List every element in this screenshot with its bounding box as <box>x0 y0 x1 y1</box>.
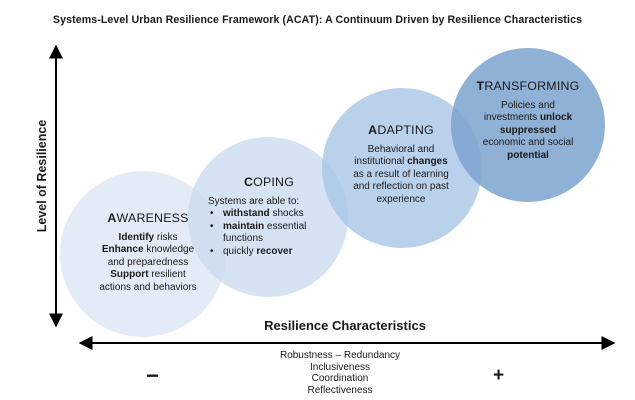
transforming-circle <box>451 48 605 202</box>
characteristic-item: Reflectiveness <box>307 384 373 396</box>
coping-title: COPING <box>243 175 295 189</box>
adapting-stage: ADAPTING Behavioral and institutional ch… <box>340 124 462 206</box>
characteristic-item: Coordination <box>311 373 369 384</box>
awareness-stage: AWARENESS Identify risks Enhance knowled… <box>78 212 218 294</box>
coping-bullet: maintain essential functions <box>208 221 330 246</box>
transforming-stage: TRANSFORMING Policies and investments un… <box>468 80 588 162</box>
adapting-line: and reflection on past <box>353 181 449 192</box>
awareness-line: Enhance knowledge <box>101 244 195 255</box>
characteristic-item: Robustness – Redundancy <box>279 350 401 361</box>
coping-intro: Systems are able to: <box>208 195 300 207</box>
low-sign: − <box>146 363 159 388</box>
coping-stage: COPING Systems are able to: withstand sh… <box>208 176 330 258</box>
diagram-title: Systems-Level Urban Resilience Framework… <box>52 14 583 26</box>
characteristic-item: Inclusiveness <box>309 361 371 373</box>
transforming-line: economic and social <box>482 137 574 148</box>
high-sign: + <box>493 365 505 386</box>
adapting-line: Behavioral and <box>367 143 435 155</box>
awareness-title: AWARENESS <box>107 211 189 225</box>
transforming-line: Policies and <box>501 99 555 111</box>
adapting-line: experience <box>376 193 426 205</box>
adapting-circle <box>322 88 482 248</box>
awareness-line: actions and behaviors <box>99 281 197 293</box>
transforming-line: investments unlock <box>483 112 573 123</box>
coping-bullet: quickly recover <box>208 246 330 259</box>
coping-bullets: withstand shocks maintain essential func… <box>208 208 330 258</box>
y-axis-label: Level of Resilience <box>35 119 49 233</box>
adapting-title: ADAPTING <box>368 123 434 137</box>
transforming-line: suppressed <box>499 124 557 136</box>
awareness-circle <box>60 171 226 337</box>
adapting-line: institutional changes <box>354 156 448 167</box>
awareness-line: and preparedness <box>107 256 189 268</box>
transforming-title: TRANSFORMING <box>476 79 580 93</box>
x-axis-label: Resilience Characteristics <box>264 318 426 333</box>
adapting-line: as a result of learning <box>353 168 449 180</box>
awareness-line: Identify risks <box>118 231 178 243</box>
coping-bullet: withstand shocks <box>208 208 330 221</box>
awareness-line: Support resilient <box>110 269 186 280</box>
transforming-line: potential <box>507 149 549 161</box>
characteristics-list: Robustness – Redundancy Inclusiveness Co… <box>220 350 460 396</box>
